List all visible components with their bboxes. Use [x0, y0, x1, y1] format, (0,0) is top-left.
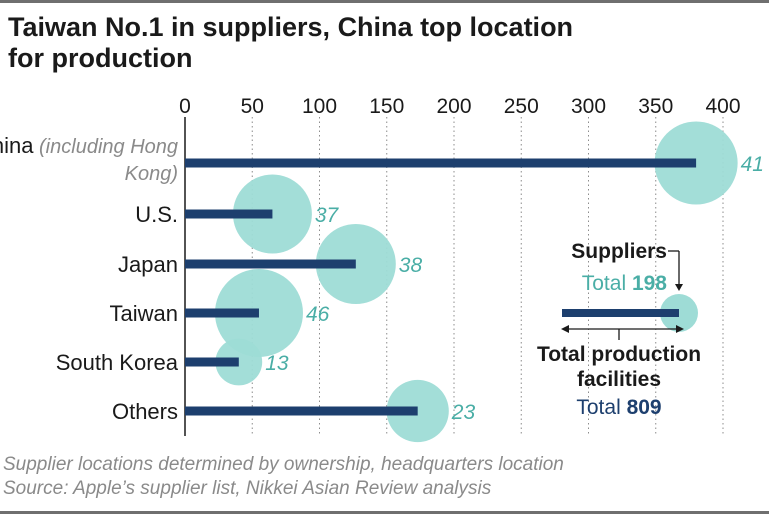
bottom-rule	[0, 511, 769, 514]
category-note: Kong)	[125, 163, 178, 185]
x-tick-label: 300	[571, 95, 606, 118]
facility-bar	[185, 357, 239, 367]
supplier-value-label: 23	[451, 401, 476, 424]
x-tick-label: 400	[705, 95, 740, 118]
legend-bar	[562, 309, 679, 317]
legend-facilities-label: facilities	[577, 368, 661, 391]
category-label: South Korea	[56, 350, 179, 375]
supplier-value-label: 46	[306, 303, 330, 326]
category-label: Taiwan	[110, 301, 178, 326]
chart-title: Taiwan No.1 in suppliers, China top loca…	[8, 12, 748, 74]
facility-bar	[185, 209, 273, 219]
category-label: China (including Hong	[0, 133, 178, 158]
facility-bar	[185, 259, 356, 269]
x-tick-label: 100	[302, 95, 337, 118]
x-tick-label: 350	[638, 95, 673, 118]
legend-suppliers-label: Suppliers	[571, 240, 667, 263]
title-line-2: for production	[8, 43, 193, 73]
legend-facilities-label: Total production	[537, 343, 701, 366]
footer-source: Source: Apple’s supplier list, Nikkei As…	[3, 478, 492, 499]
supplier-value-label: 37	[315, 204, 340, 227]
title-line-1: Taiwan No.1 in suppliers, China top loca…	[8, 12, 574, 42]
category-label: U.S.	[135, 202, 178, 227]
x-tick-label: 250	[504, 95, 539, 118]
legend-suppliers-total: Total 198	[582, 272, 668, 295]
x-tick-label: 0	[179, 95, 191, 118]
facility-bar	[185, 406, 418, 416]
footer-note: Supplier locations determined by ownersh…	[3, 454, 564, 475]
top-rule	[0, 0, 769, 3]
supplier-value-label: 38	[399, 254, 423, 277]
supplier-value-label: 41	[741, 153, 764, 176]
category-label: Japan	[118, 252, 178, 277]
supplier-value-label: 13	[265, 352, 289, 375]
legend-span-arrow	[561, 325, 569, 333]
legend-facilities-total: Total 809	[576, 396, 661, 419]
legend-arrowhead	[675, 284, 683, 291]
x-tick-label: 150	[369, 95, 404, 118]
chart-footer: Supplier locations determined by ownersh…	[3, 453, 763, 501]
x-tick-label: 200	[436, 95, 471, 118]
facility-bar	[185, 308, 259, 318]
facility-bar	[185, 158, 697, 168]
category-label: Others	[112, 399, 178, 424]
x-tick-label: 50	[241, 95, 264, 118]
legend-span-arrow	[676, 325, 684, 333]
